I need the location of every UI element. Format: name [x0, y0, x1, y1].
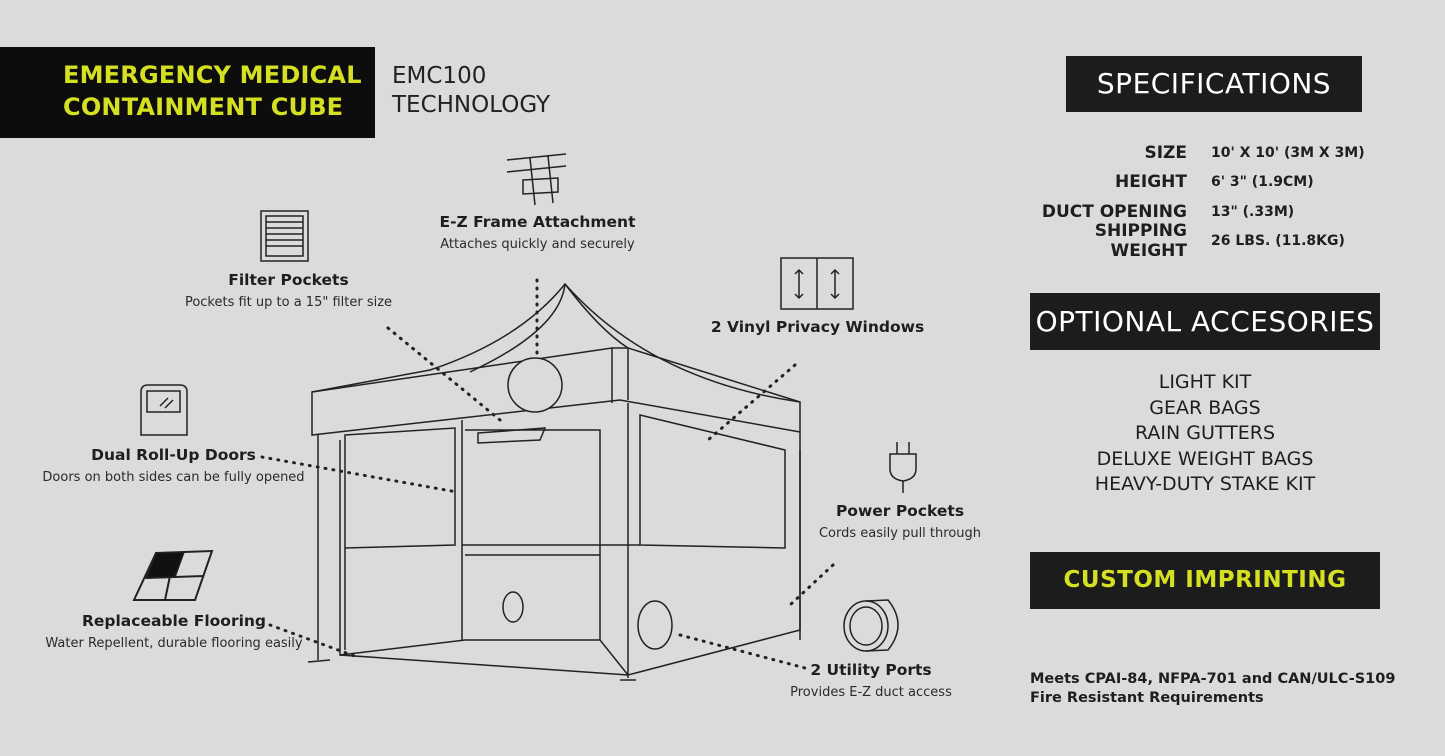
filter-icon: [260, 210, 309, 262]
flooring-icon: [132, 549, 214, 601]
callout-subtitle: Cords easily pull through: [818, 526, 982, 541]
specifications-heading: SPECIFICATIONS: [1066, 56, 1362, 112]
callout-roll-up-doors: Dual Roll-Up Doors Doors on both sides c…: [40, 446, 307, 485]
callout-title: Filter Pockets: [228, 271, 349, 289]
custom-imprinting-banner: CUSTOM IMPRINTING: [1030, 552, 1380, 609]
spec-value: 13" (.33M): [1211, 203, 1295, 220]
callout-subtitle: Pockets fit up to a 15" filter size: [184, 295, 393, 310]
callout-replaceable-flooring: Replaceable Flooring Water Repellent, du…: [40, 612, 308, 651]
title-line2: CONTAINMENT CUBE: [63, 93, 344, 121]
spec-label: HEIGHT: [1115, 172, 1187, 193]
model-label: EMC100 TECHNOLOGY: [392, 62, 550, 120]
callout-title: 2 Utility Ports: [810, 661, 932, 679]
spec-value: 26 LBS. (11.8KG): [1211, 233, 1345, 250]
callout-title: 2 Vinyl Privacy Windows: [710, 318, 925, 336]
callout-leaders: [260, 278, 835, 670]
callout-utility-ports: 2 Utility Ports Provides E-Z duct access: [780, 661, 962, 700]
plug-icon: [889, 442, 917, 493]
model-line1: EMC100: [392, 63, 487, 89]
spec-row: SHIPPING WEIGHT 26 LBS. (11.8KG): [1025, 221, 1425, 261]
callout-subtitle: Doors on both sides can be fully opened: [42, 470, 305, 485]
frame-attachment-icon: [506, 153, 567, 206]
callout-privacy-windows: 2 Vinyl Privacy Windows: [700, 318, 935, 336]
specifications-table: SIZE 10' X 10' (3M X 3M) HEIGHT 6' 3" (1.9…: [1025, 138, 1425, 262]
callout-title: Power Pockets: [835, 502, 965, 520]
accessory-item: LIGHT KIT: [1158, 371, 1252, 393]
title-line1: EMERGENCY MEDICAL: [63, 61, 362, 89]
spec-row: HEIGHT 6' 3" (1.9CM): [1025, 168, 1425, 198]
accessory-item: RAIN GUTTERS: [1134, 422, 1276, 444]
spec-label: SIZE: [1144, 142, 1187, 163]
compliance-note: Meets CPAI-84, NFPA-701 and CAN/ULC-S109…: [1030, 670, 1395, 708]
callout-frame-attachment: E-Z Frame Attachment Attaches quickly an…: [420, 213, 655, 252]
spec-value: 6' 3" (1.9CM): [1211, 174, 1314, 191]
callout-title: Dual Roll-Up Doors: [91, 446, 256, 464]
compliance-line1: Meets CPAI-84, NFPA-701 and CAN/ULC-S109: [1030, 671, 1396, 687]
callout-subtitle: Provides E-Z duct access: [790, 685, 952, 700]
callout-filter-pockets: Filter Pockets Pockets fit up to a 15" f…: [170, 271, 407, 310]
callout-title: Replaceable Flooring: [81, 612, 267, 630]
tent-illustration: [307, 282, 801, 681]
callout-power-pockets: Power Pockets Cords easily pull through: [810, 502, 990, 541]
spec-row: SIZE 10' X 10' (3M X 3M): [1025, 138, 1425, 168]
spec-value: 10' X 10' (3M X 3M): [1211, 144, 1365, 161]
model-line2: TECHNOLOGY: [392, 92, 551, 118]
spec-row: DUCT OPENING 13" (.33M): [1025, 197, 1425, 227]
accessories-heading: OPTIONAL ACCESORIES: [1030, 293, 1380, 350]
window-icon: [780, 257, 854, 310]
accessory-item: GEAR BAGS: [1149, 396, 1261, 419]
duct-icon: [843, 599, 899, 652]
accessory-item: HEAVY-DUTY STAKE KIT: [1094, 473, 1316, 495]
spec-label: DUCT OPENING: [1041, 201, 1187, 222]
accessories-list: LIGHT KIT GEAR BAGS RAIN GUTTERS DELUXE …: [1030, 370, 1380, 498]
callout-subtitle: Water Repellent, durable flooring easily: [45, 636, 303, 651]
callout-title: E-Z Frame Attachment: [439, 213, 636, 231]
accessory-item: DELUXE WEIGHT BAGS: [1096, 447, 1314, 470]
door-icon: [140, 384, 188, 436]
callout-subtitle: Attaches quickly and securely: [440, 237, 635, 252]
title-banner: EMERGENCY MEDICAL CONTAINMENT CUBE: [0, 47, 375, 138]
spec-label: SHIPPING WEIGHT: [1094, 221, 1187, 262]
compliance-line2: Fire Resistant Requirements: [1030, 690, 1264, 706]
